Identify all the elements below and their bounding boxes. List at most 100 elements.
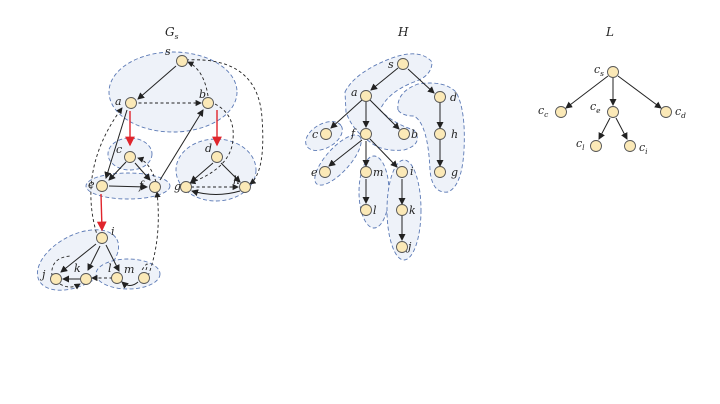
h-node-c [320,128,332,140]
gs-label-s: s [165,45,171,58]
l-node-cs [607,66,619,78]
h-node-i [396,166,408,178]
l-label-cc: cc [538,104,549,119]
gs-dash-s-h [185,59,264,185]
gs-node-e [96,180,108,192]
gs-edge-s-a [137,65,177,100]
gs-node-k [80,273,92,285]
gs-dash-b-g [189,103,234,185]
gs-dash-f-c [137,156,157,183]
h-edge-f-e [328,139,363,167]
gs-label-f: f [138,179,145,192]
gs-edge-d-h [220,162,241,183]
h-node-f [360,128,372,140]
gs-label-c: c [116,143,122,156]
gs-red-e-i [96,193,107,232]
gs-label-e: e [88,178,95,191]
gs-dash-e-m [141,263,148,271]
l-label-cs: cs [594,63,604,78]
gs-edge-h-g [191,189,241,197]
h-edge-s-d [407,68,435,94]
h-label-e: e [311,166,318,179]
gs-node-i [96,232,108,244]
h-label-m: m [373,166,383,179]
gs-edge-i-k [87,245,101,271]
h-node-g [434,166,446,178]
l-edge-cs-cc [565,75,609,109]
h-label-i: i [410,165,414,178]
h-label-h: h [451,128,458,141]
l-node-ce [607,106,619,118]
h-group-dhg [397,82,465,193]
h-node-k [396,204,408,216]
h-label-s: s [388,58,394,71]
h-node-e [319,166,331,178]
h-node-m [360,166,372,178]
l-node-ci [624,140,636,152]
gs-label-k: k [74,262,81,275]
graph-gs: s a b c d e f g h i j k l m [36,45,264,291]
gs-label-i: i [111,225,115,238]
gs-dash-b-s [187,61,209,97]
gs-node-s [176,55,188,67]
l-node-cl [590,140,602,152]
h-edge-f-i [369,138,398,168]
gs-node-l [111,272,123,284]
h-label-j: j [405,240,412,253]
gs-edge-e-f [108,183,148,191]
l-node-cc [555,106,567,118]
gs-label-a: a [115,95,122,108]
gs-dash-j-k [59,283,81,290]
gs-node-a [125,97,137,109]
gs-edge-m-l [121,281,139,289]
title-gs: Gs [165,25,179,41]
h-label-d: d [450,91,457,104]
l-edge-ce-cl [598,117,611,140]
h-label-b: b [411,128,418,141]
gs-label-j: j [39,268,46,281]
l-label-cd: cd [675,105,686,120]
gs-node-j [50,273,62,285]
l-label-ce: ce [590,100,601,115]
gs-node-c [124,151,136,163]
gs-edge-a-e [104,109,128,179]
h-edge-a-c [330,99,363,129]
h-label-l: l [373,204,377,217]
gs-label-l: l [108,262,112,275]
gs-node-d [211,151,223,163]
gs-dash-i-a [90,107,123,239]
graph-h: s a d c f b h e m i g l k j [305,53,465,261]
gs-edge-f-b [159,109,204,181]
l-edge-cs-cd [617,75,662,109]
gs-node-h [239,181,251,193]
h-label-c: c [312,128,318,141]
graph-l: cs cc ce cd cl ci [538,63,686,156]
gs-node-m [138,272,150,284]
gs-edge-i-l [105,244,120,272]
h-node-a [360,90,372,102]
title-l: L [605,25,614,39]
h-node-h [434,128,446,140]
l-edge-ce-ci [615,117,628,140]
l-node-cd [660,106,672,118]
gs-edge-i-j [60,243,97,273]
h-node-j [396,241,408,253]
gs-label-b: b [199,88,206,101]
gs-node-f [149,181,161,193]
gs-dash-j-k-loop [51,255,71,277]
title-h: H [397,25,409,39]
gs-edge-c-e [108,161,127,181]
gs-edge-c-f [134,162,151,181]
l-label-ci: ci [639,141,648,156]
h-edge-a-b [369,99,400,130]
h-edge-s-a [370,67,399,91]
h-node-s [397,58,409,70]
gs-label-g: g [174,180,181,193]
gs-node-b [202,97,214,109]
h-label-a: a [351,86,358,99]
gs-label-h: h [233,174,240,187]
gs-node-g [180,181,192,193]
h-label-g: g [451,166,458,179]
gs-label-d: d [205,142,212,155]
